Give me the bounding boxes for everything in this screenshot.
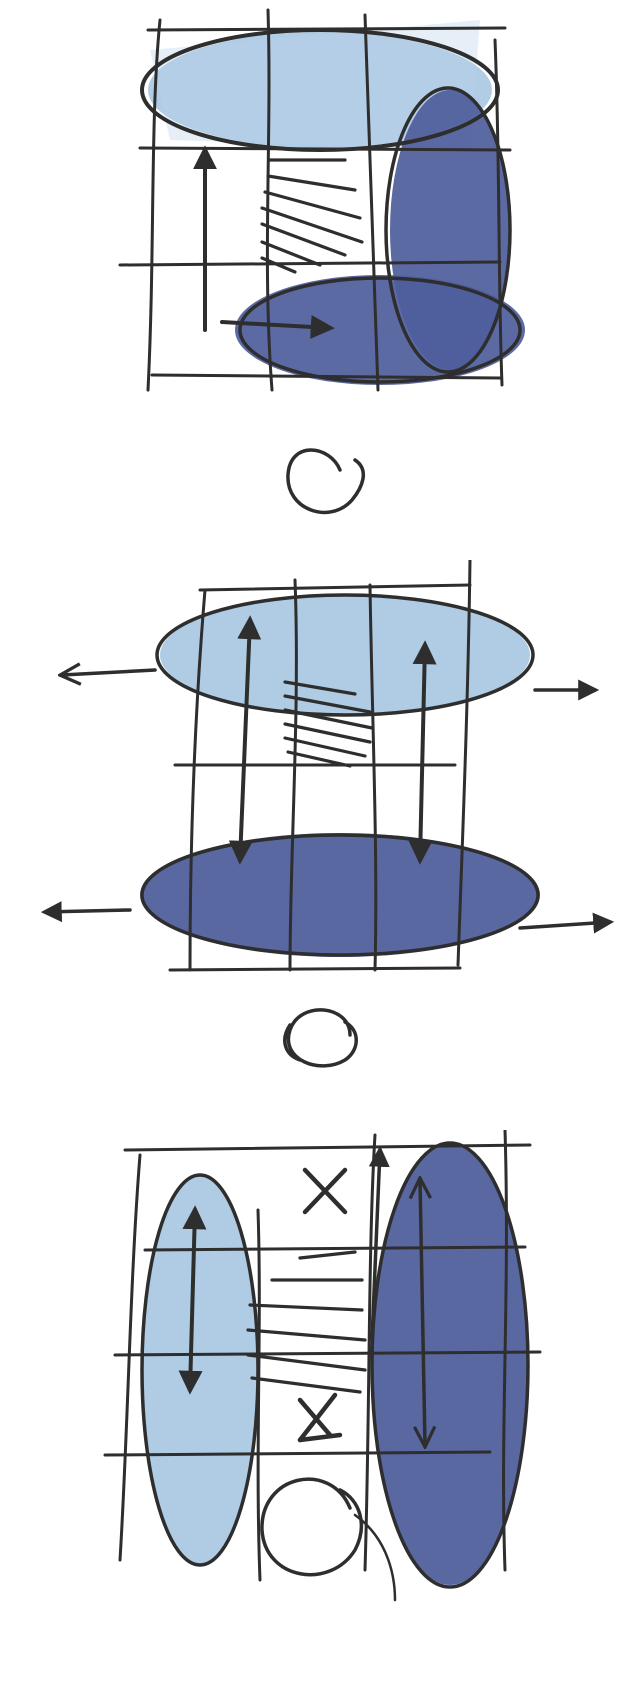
circle-symbol: [288, 450, 363, 512]
sketch-panel-3: [0, 1130, 637, 1708]
hatch-pattern: [248, 1252, 365, 1392]
x-mark-icon: [305, 1170, 345, 1212]
sketch-panel-1: [0, 0, 637, 540]
arrow-icon: [520, 922, 610, 928]
sketch-panel-2: [0, 560, 637, 1080]
circle-symbol: [285, 1010, 356, 1066]
arrow-icon: [62, 670, 155, 675]
circle-symbol: [262, 1479, 361, 1575]
x-mark-icon: [300, 1395, 340, 1440]
arrow-icon: [45, 910, 130, 912]
hatch-pattern: [262, 160, 362, 272]
dark-blue-region: [235, 275, 525, 385]
